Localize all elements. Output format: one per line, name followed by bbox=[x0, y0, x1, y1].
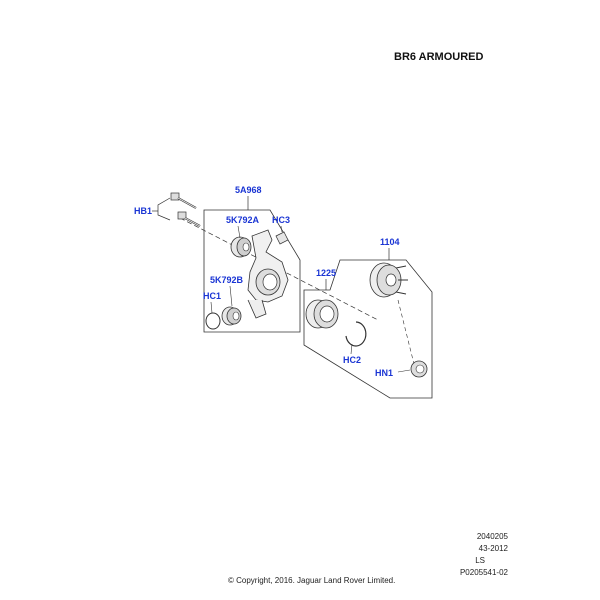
circlip-hc2 bbox=[345, 321, 367, 347]
label-hb1: HB1 bbox=[134, 206, 152, 216]
label-1104: 1104 bbox=[380, 237, 400, 247]
label-hc3: HC3 bbox=[272, 215, 290, 225]
oring-hc1 bbox=[205, 312, 221, 330]
label-5k792b: 5K792B bbox=[210, 275, 244, 285]
label-hc1: HC1 bbox=[203, 291, 221, 301]
diagram-title: BR6 ARMOURED bbox=[394, 51, 484, 63]
clip-hc3 bbox=[275, 231, 289, 245]
nut-hn1 bbox=[410, 360, 428, 378]
bush-5k792b bbox=[221, 306, 242, 326]
bolt-upper bbox=[170, 192, 197, 209]
ref-line-4: P0205541-02 bbox=[459, 568, 508, 577]
bearing-1225 bbox=[305, 299, 339, 329]
hc2-leader bbox=[350, 343, 353, 355]
ref-line-3: LS bbox=[475, 556, 485, 565]
knuckle-group-outline bbox=[203, 209, 301, 333]
stud-dashed bbox=[397, 299, 415, 365]
hc3-leader bbox=[280, 225, 283, 233]
label-hc2: HC2 bbox=[343, 355, 361, 365]
hn1-leader bbox=[397, 369, 411, 373]
ref-line-2: 43-2012 bbox=[478, 544, 508, 553]
bush-5k792a bbox=[230, 236, 252, 258]
hb1-bracket bbox=[157, 197, 171, 221]
copyright-text: © Copyright, 2016. Jaguar Land Rover Lim… bbox=[228, 576, 396, 585]
hub-group-outline bbox=[303, 259, 433, 399]
axis-dashed bbox=[179, 217, 379, 321]
ref-line-1: 2040205 bbox=[476, 532, 508, 541]
hub-1104 bbox=[369, 262, 408, 298]
label-5k792a: 5K792A bbox=[226, 215, 260, 225]
label-5a968: 5A968 bbox=[235, 185, 262, 195]
hc1-leader bbox=[210, 301, 213, 314]
label-1225: 1225 bbox=[316, 268, 336, 278]
label-hn1: HN1 bbox=[375, 368, 393, 378]
knuckle bbox=[247, 229, 289, 319]
bush-b-leader bbox=[229, 285, 233, 307]
bolt-lower bbox=[177, 211, 201, 227]
bush-a-leader bbox=[237, 225, 241, 239]
